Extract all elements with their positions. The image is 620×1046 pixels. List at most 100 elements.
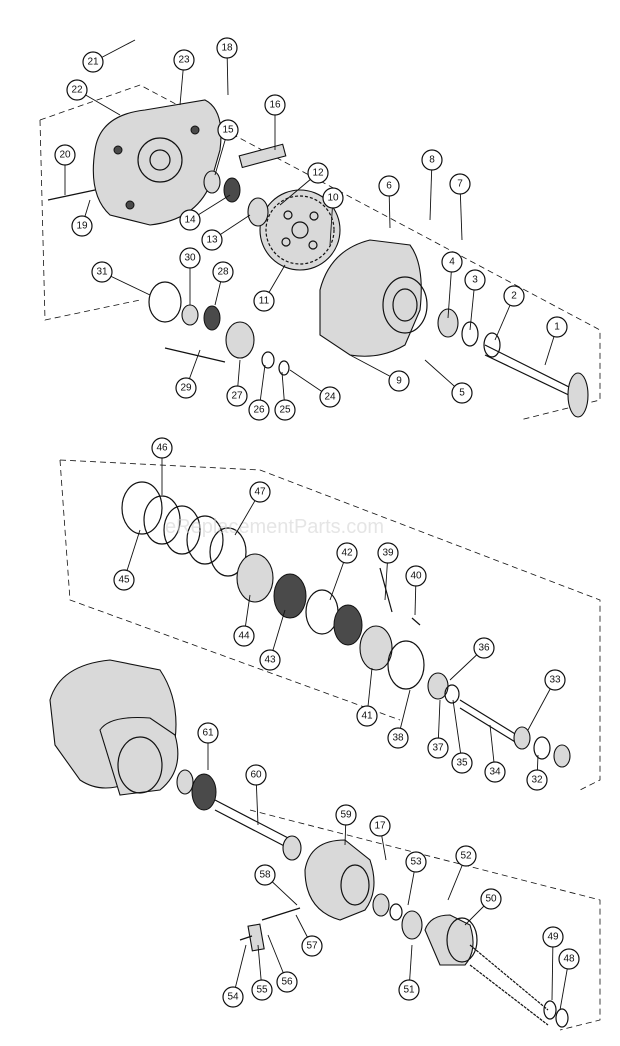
- callout-45: 45: [113, 569, 135, 591]
- callout-61: 61: [197, 722, 219, 744]
- callout-13: 13: [201, 229, 223, 251]
- callout-43: 43: [259, 649, 281, 671]
- callout-40: 40: [405, 565, 427, 587]
- callout-number: 35: [456, 758, 468, 769]
- callout-41: 41: [356, 705, 378, 727]
- callout-number: 28: [217, 267, 229, 278]
- callout-number: 57: [306, 941, 318, 952]
- callout-24: 24: [319, 386, 341, 408]
- callout-number: 39: [382, 548, 394, 559]
- callout-number: 30: [184, 253, 196, 264]
- callout-number: 50: [485, 894, 497, 905]
- callout-59: 59: [335, 804, 357, 826]
- callout-48: 48: [558, 948, 580, 970]
- callout-number: 27: [231, 391, 243, 402]
- callout-30: 30: [179, 247, 201, 269]
- callout-32: 32: [526, 769, 548, 791]
- callout-number: 21: [87, 57, 99, 68]
- callout-number: 19: [76, 221, 88, 232]
- callout-number: 52: [460, 851, 472, 862]
- callout-58: 58: [254, 864, 276, 886]
- callout-number: 16: [269, 100, 281, 111]
- callout-12: 12: [307, 162, 329, 184]
- callout-4: 4: [441, 251, 463, 273]
- callout-7: 7: [449, 173, 471, 195]
- callout-26: 26: [248, 399, 270, 421]
- callout-number: 31: [96, 267, 108, 278]
- callout-number: 3: [472, 275, 478, 286]
- callout-15: 15: [217, 119, 239, 141]
- callout-38: 38: [387, 727, 409, 749]
- callout-36: 36: [473, 637, 495, 659]
- callout-number: 2: [511, 291, 517, 302]
- callout-28: 28: [212, 261, 234, 283]
- callout-number: 54: [227, 992, 239, 1003]
- callout-34: 34: [484, 761, 506, 783]
- callout-number: 20: [59, 150, 71, 161]
- callout-number: 26: [253, 405, 265, 416]
- callout-1: 1: [546, 316, 568, 338]
- callout-number: 60: [250, 770, 262, 781]
- callout-52: 52: [455, 845, 477, 867]
- callout-number: 12: [312, 168, 324, 179]
- callout-number: 8: [429, 155, 435, 166]
- callout-23: 23: [173, 49, 195, 71]
- callout-46: 46: [151, 437, 173, 459]
- callout-31: 31: [91, 261, 113, 283]
- callout-16: 16: [264, 94, 286, 116]
- callout-number: 4: [449, 257, 455, 268]
- callout-number: 45: [118, 575, 130, 586]
- callout-number: 10: [327, 193, 339, 204]
- cover-part-59: [304, 839, 375, 921]
- callout-53: 53: [405, 851, 427, 873]
- callout-5: 5: [451, 382, 473, 404]
- callout-number: 7: [457, 179, 463, 190]
- callout-number: 49: [547, 932, 559, 943]
- casing-part-6: [319, 239, 422, 357]
- gear-part-11: [259, 189, 341, 271]
- callout-number: 6: [386, 181, 392, 192]
- callout-number: 40: [410, 571, 422, 582]
- callout-number: 17: [374, 821, 386, 832]
- lower-assembly: [49, 659, 569, 1028]
- watermark: eReplacementParts.com: [165, 516, 384, 538]
- callout-55: 55: [251, 979, 273, 1001]
- callout-19: 19: [71, 215, 93, 237]
- callout-14: 14: [179, 209, 201, 231]
- callout-number: 11: [259, 296, 270, 307]
- callout-8: 8: [421, 149, 443, 171]
- callout-number: 55: [256, 985, 268, 996]
- callout-number: 23: [178, 55, 190, 66]
- callout-51: 51: [398, 979, 420, 1001]
- callout-number: 33: [549, 675, 561, 686]
- callout-37: 37: [427, 737, 449, 759]
- callout-10: 10: [322, 187, 344, 209]
- callout-number: 43: [264, 655, 276, 666]
- callout-number: 46: [156, 443, 168, 454]
- callout-number: 22: [71, 85, 83, 96]
- callout-number: 13: [206, 235, 218, 246]
- callout-33: 33: [544, 669, 566, 691]
- leader-line: [452, 699, 463, 764]
- callout-39: 39: [377, 542, 399, 564]
- callout-number: 9: [396, 376, 402, 387]
- callout-number: 38: [392, 733, 404, 744]
- callout-25: 25: [274, 399, 296, 421]
- callout-number: 56: [281, 977, 293, 988]
- callout-57: 57: [301, 935, 323, 957]
- callout-number: 58: [259, 870, 271, 881]
- callout-2: 2: [503, 285, 525, 307]
- callout-60: 60: [245, 764, 267, 786]
- callout-number: 29: [180, 383, 192, 394]
- callout-number: 24: [324, 392, 336, 403]
- callout-number: 36: [478, 643, 490, 654]
- callout-20: 20: [54, 144, 76, 166]
- callout-42: 42: [336, 542, 358, 564]
- callout-22: 22: [66, 79, 88, 101]
- callout-3: 3: [464, 269, 486, 291]
- callout-21: 21: [82, 51, 104, 73]
- callout-54: 54: [222, 986, 244, 1008]
- callout-17: 17: [369, 815, 391, 837]
